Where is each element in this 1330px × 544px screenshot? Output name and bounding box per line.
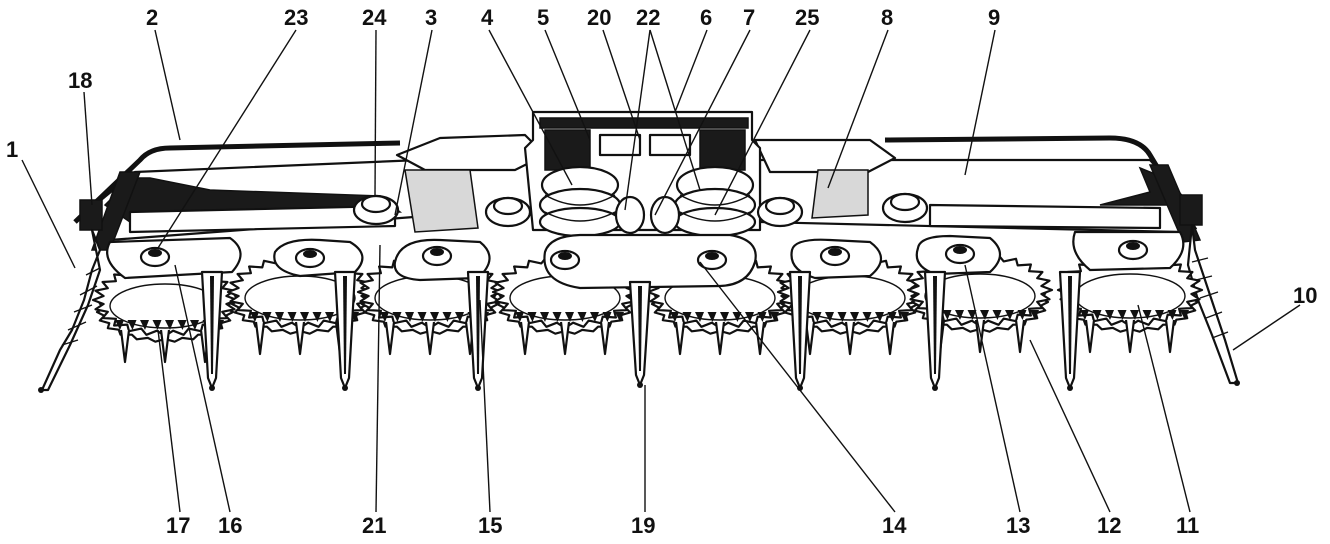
- rotor-1: [91, 262, 239, 364]
- label-10: 10: [1293, 283, 1317, 308]
- label-19: 19: [631, 513, 655, 538]
- rotor-8: [1056, 252, 1204, 354]
- label-14: 14: [882, 513, 907, 538]
- cover-plate-14: [543, 233, 757, 290]
- guard-rail-right: [884, 135, 1198, 232]
- row-divider-2: [333, 270, 357, 391]
- label-5: 5: [537, 5, 549, 30]
- hopper-left-fill: [404, 169, 479, 233]
- cover-plates: [106, 230, 1185, 290]
- row-divider-1: [200, 270, 224, 391]
- label-9: 9: [988, 5, 1000, 30]
- label-1: 1: [6, 137, 18, 162]
- center-gear-stack-right: [673, 165, 757, 238]
- guard-rail-left: [73, 140, 401, 224]
- cover-plate-16: [106, 236, 242, 280]
- label-20: 20: [587, 5, 611, 30]
- row-divider-7: [1058, 270, 1082, 391]
- label-7: 7: [743, 5, 755, 30]
- row-divider-5: [788, 270, 812, 391]
- label-12: 12: [1097, 513, 1121, 538]
- hopper-right: [753, 138, 897, 174]
- machine-drawing: [38, 110, 1240, 393]
- label-17: 17: [166, 513, 190, 538]
- row-dividers: [200, 270, 1082, 391]
- row-divider-6: [923, 270, 947, 391]
- label-22: 22: [636, 5, 660, 30]
- label-11: 11: [1176, 513, 1199, 538]
- label-24: 24: [362, 5, 387, 30]
- center-pinion-left: [614, 195, 646, 235]
- label-2: 2: [146, 5, 158, 30]
- label-25: 25: [795, 5, 819, 30]
- label-18: 18: [68, 68, 92, 93]
- label-15: 15: [478, 513, 502, 538]
- label-8: 8: [881, 5, 893, 30]
- center-gear-stack-left: [538, 165, 622, 238]
- row-divider-4: [628, 280, 652, 388]
- label-3: 3: [425, 5, 437, 30]
- row-divider-3: [466, 270, 490, 391]
- divider-left: [38, 199, 103, 393]
- central-housing-top: [539, 117, 749, 129]
- label-4: 4: [481, 5, 494, 30]
- label-6: 6: [700, 5, 712, 30]
- upper-pulleys: [352, 192, 929, 228]
- leader-lines: [21, 29, 1301, 513]
- divider-right: [1179, 194, 1240, 386]
- part-labels: 1 18 2 23 24 3 4 5 20 22 6 7 25 8 9 10 1…: [6, 5, 1317, 538]
- hopper-left: [395, 133, 547, 172]
- hopper-right-fill: [811, 169, 869, 219]
- label-21: 21: [362, 513, 386, 538]
- label-23: 23: [284, 5, 308, 30]
- label-16: 16: [218, 513, 242, 538]
- label-13: 13: [1006, 513, 1030, 538]
